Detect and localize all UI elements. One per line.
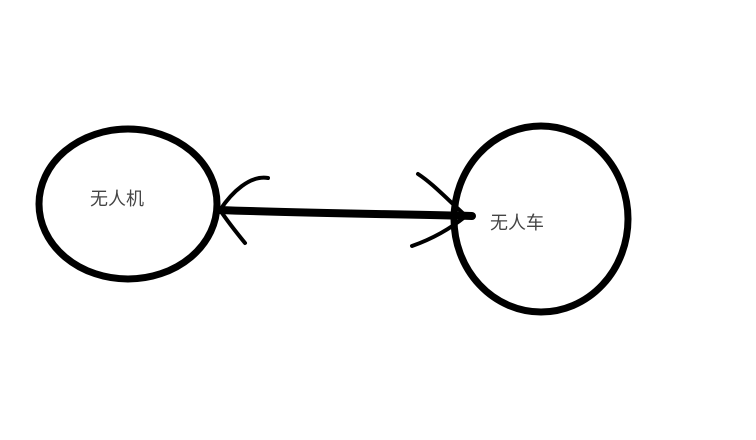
drone-node-label: 无人机 xyxy=(90,189,144,210)
drone-node-circle xyxy=(35,125,221,283)
vehicle-node-label: 无人车 xyxy=(490,213,544,234)
arrowhead-right xyxy=(410,172,470,248)
arrowhead-left xyxy=(217,175,270,245)
connection-line xyxy=(214,206,476,220)
